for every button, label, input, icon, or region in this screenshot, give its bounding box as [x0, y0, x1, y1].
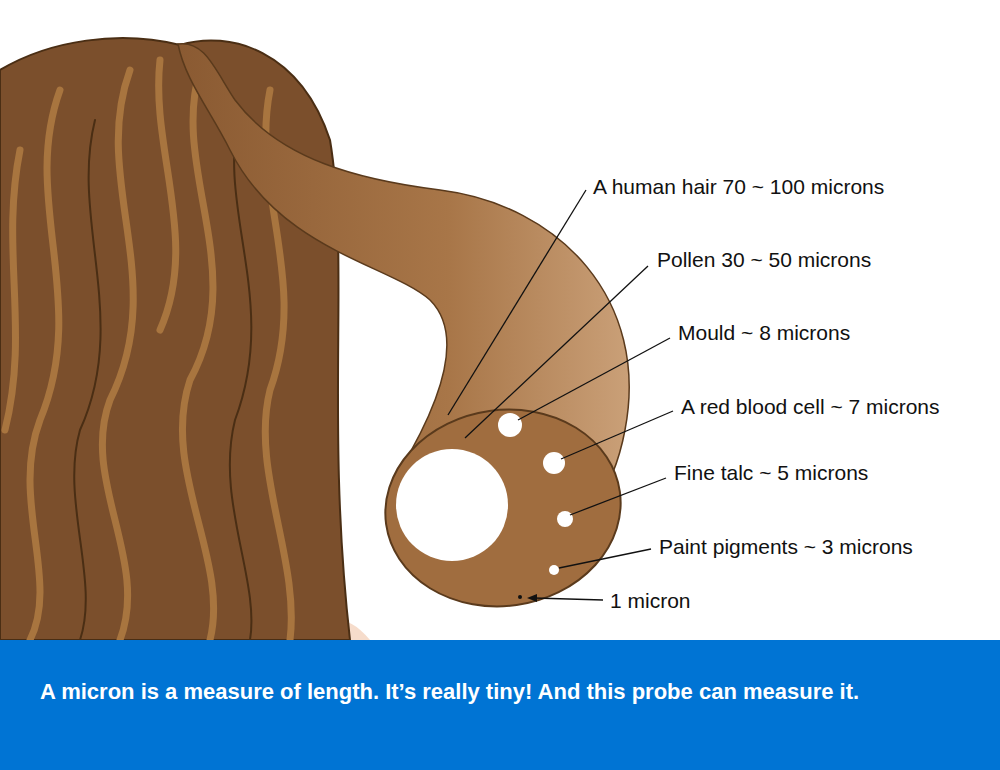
leader-lines: [448, 190, 673, 600]
talc-circle: [557, 511, 573, 527]
callout-label: 1 micron: [610, 589, 691, 613]
blood-cell-circle: [543, 452, 565, 474]
callout-label: Fine talc ~ 5 microns: [674, 461, 868, 485]
mould-circle: [498, 413, 522, 437]
callout-label: A red blood cell ~ 7 microns: [681, 395, 940, 419]
hair-cross-section: [373, 395, 634, 622]
callout-label: A human hair 70 ~ 100 microns: [593, 175, 884, 199]
callout-label: Paint pigments ~ 3 microns: [659, 535, 913, 559]
micron-dot: [518, 595, 522, 599]
hair-mass: [0, 38, 350, 640]
callout-label: Pollen 30 ~ 50 microns: [657, 248, 871, 272]
caption-band: A micron is a measure of length. It’s re…: [0, 640, 1000, 770]
callout-label: Mould ~ 8 microns: [678, 321, 850, 345]
pollen-circle: [396, 449, 508, 561]
hair-shadows: [74, 110, 251, 640]
arrowhead: [527, 594, 537, 602]
caption-text: A micron is a measure of length. It’s re…: [40, 676, 920, 707]
pigment-circle: [549, 565, 559, 575]
